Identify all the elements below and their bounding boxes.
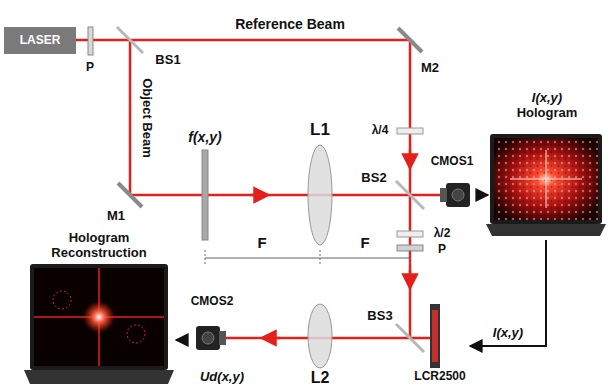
node-text: CMOS1 [431, 155, 474, 169]
part-label: Ud(x,y) [200, 370, 244, 384]
mirror [118, 183, 142, 207]
part-label: L2 [311, 369, 330, 387]
part-label: Reference Beam [235, 17, 345, 32]
part-label: P [438, 243, 446, 256]
node-text: CMOS2 [191, 295, 234, 309]
laptop-screen [24, 264, 174, 384]
lens [308, 145, 332, 245]
part-label: P [86, 61, 94, 74]
signal-arrow [470, 240, 546, 346]
camera-sensor: CMOS2 [187, 292, 238, 354]
edge-label: I(x,y) [491, 326, 525, 340]
reconstruction-monitor: Hologram Reconstruction [22, 228, 176, 386]
signal-arrow [478, 194, 489, 196]
mirror [398, 28, 422, 52]
part-label: L1 [310, 121, 330, 140]
part-label: F [360, 235, 369, 252]
lens [308, 304, 332, 368]
part-label: λ/4 [372, 124, 389, 137]
modulator-device: LCR2500 [410, 298, 470, 387]
part-label: λ/2 [434, 227, 451, 240]
object-slide [202, 150, 208, 240]
part-label: M1 [107, 209, 125, 223]
part-label: f(x,y) [188, 130, 221, 145]
polarizer [88, 27, 93, 55]
node-text: Hologram Reconstruction [39, 231, 159, 261]
laser-source: LASER [4, 27, 76, 54]
node-text: LASER [20, 34, 61, 48]
node-text: Hologram [517, 106, 578, 121]
laptop-screen [486, 134, 606, 236]
hologram-monitor: I(x,y)Hologram [488, 88, 606, 240]
part-label: BS1 [155, 53, 180, 67]
beam-splitter [396, 181, 424, 209]
beam-splitter [396, 324, 424, 352]
part-label: Object Beam [140, 78, 154, 157]
part-label: BS3 [367, 309, 392, 323]
wave-plate [397, 231, 423, 237]
part-label: M2 [421, 61, 439, 75]
camera-icon [440, 183, 470, 207]
wave-plate [397, 128, 423, 134]
beam-splitter [117, 27, 143, 53]
camera-icon [196, 326, 226, 350]
modulator-panel [430, 304, 440, 368]
camera-sensor: CMOS1 [427, 152, 478, 216]
part-label: BS2 [361, 171, 386, 185]
node-text: LCR2500 [414, 370, 465, 384]
dimension-line [205, 250, 410, 266]
signal-arrow [176, 339, 187, 341]
node-text: I(x,y) [532, 91, 562, 106]
part-label: F [257, 235, 266, 252]
